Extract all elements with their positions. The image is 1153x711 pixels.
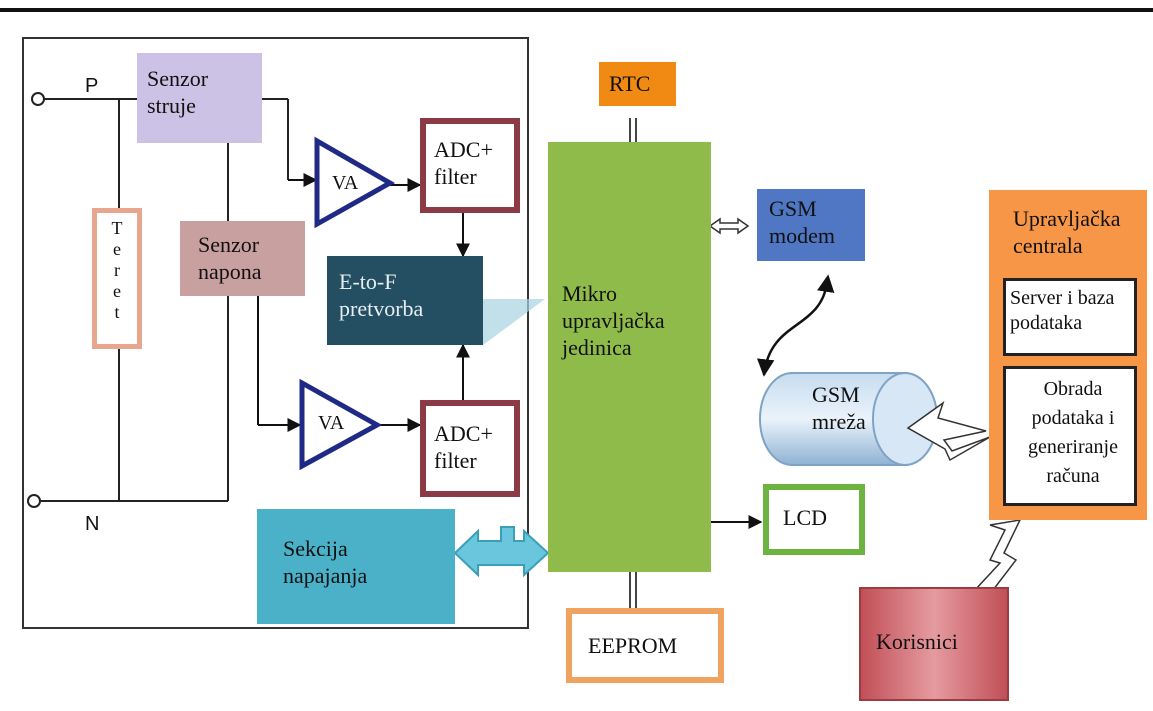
terminal-n-label: N bbox=[85, 513, 100, 535]
rtc-block: RTC bbox=[599, 62, 676, 106]
adc-bottom-line: ADC+ bbox=[434, 421, 493, 446]
adc-top-block: ADC+ filter bbox=[420, 118, 520, 213]
va-top-triangle bbox=[314, 136, 396, 229]
centrala-line: centrala bbox=[1013, 233, 1083, 258]
va-bottom-triangle bbox=[299, 378, 383, 471]
sekcija-line: napajanja bbox=[283, 563, 368, 588]
server-block: Server i baza podataka bbox=[1003, 278, 1137, 356]
mains-wiring bbox=[38, 98, 289, 502]
va-bottom-label: VA bbox=[318, 412, 345, 434]
gsm-mreza-label: GSM mreža bbox=[812, 381, 866, 435]
centrala-title: Upravljačka centrala bbox=[1013, 205, 1121, 259]
upravljacka-centrala-block: Upravljačka centrala Server i baza podat… bbox=[989, 190, 1147, 520]
top-rule bbox=[0, 8, 1153, 12]
teret-block: T e r e t bbox=[92, 208, 142, 349]
korisnici-label: Korisnici bbox=[876, 629, 958, 654]
terminal-n-node bbox=[27, 494, 41, 508]
mcu-line: jedinica bbox=[562, 335, 632, 360]
obrada-line: računa bbox=[1046, 465, 1100, 487]
gsm-mreza-line: GSM bbox=[812, 382, 860, 407]
obrada-block: Obrada podataka i generiranje računa bbox=[1003, 366, 1137, 506]
centrala-line: Upravljačka bbox=[1013, 206, 1121, 231]
senzor-napona-label: Senzor napona bbox=[198, 232, 262, 284]
lcd-block: LCD bbox=[763, 484, 865, 555]
rtc-label: RTC bbox=[609, 71, 651, 96]
obrada-line: Obrada bbox=[1043, 378, 1103, 400]
eeprom-block: EEPROM bbox=[566, 608, 724, 683]
sekcija-napajanja-block: Sekcija napajanja bbox=[257, 509, 455, 624]
eeprom-label: EEPROM bbox=[588, 633, 678, 658]
lightning-bolt-users bbox=[973, 519, 1022, 595]
teret-letter: e bbox=[113, 281, 121, 301]
adc-top-line: ADC+ bbox=[434, 137, 493, 162]
lightning-bolt-network bbox=[906, 401, 991, 462]
obrada-line: generiranje bbox=[1028, 436, 1118, 458]
senzor-struje-label: Senzor struje bbox=[147, 66, 209, 118]
teret-letter: t bbox=[114, 302, 120, 322]
terminal-p-node bbox=[31, 92, 45, 106]
adc-top-line: filter bbox=[434, 164, 477, 189]
adc-bottom-block: ADC+ filter bbox=[420, 400, 520, 497]
teret-letter: T bbox=[111, 218, 123, 238]
lcd-label: LCD bbox=[783, 505, 827, 530]
senzor-struje-block: Senzor struje bbox=[137, 53, 262, 143]
circuit-frame bbox=[22, 37, 529, 629]
gsm-wireless-link bbox=[757, 274, 835, 377]
sekcija-line: Sekcija bbox=[283, 536, 348, 561]
mcu-gsm-arrow bbox=[708, 217, 750, 235]
etof-mcu-arrow bbox=[483, 299, 545, 345]
adc-bottom-line: filter bbox=[434, 448, 477, 473]
power-double-arrow bbox=[453, 526, 550, 578]
gsm-modem-line: GSM bbox=[769, 196, 817, 221]
teret-letter: r bbox=[114, 260, 120, 280]
gsm-modem-line: modem bbox=[769, 223, 835, 248]
e-to-f-block: E-to-F pretvorba bbox=[327, 256, 483, 345]
mcu-block: Mikro upravljačka jedinica bbox=[548, 142, 711, 572]
mcu-line: upravljačka bbox=[562, 308, 665, 333]
gsm-mreza-cylinder bbox=[759, 372, 938, 466]
teret-letter: e bbox=[113, 239, 121, 259]
mcu-line: Mikro bbox=[562, 281, 617, 306]
e-to-f-line: E-to-F bbox=[339, 269, 397, 294]
gsm-modem-block: GSM modem bbox=[757, 189, 865, 261]
senzor-napona-block: Senzor napona bbox=[180, 221, 305, 296]
terminal-p-label: P bbox=[85, 75, 99, 97]
korisnici-box bbox=[859, 587, 1009, 701]
server-line: Server i baza bbox=[1010, 287, 1115, 309]
va-top-label: VA bbox=[332, 172, 359, 194]
server-line: podataka bbox=[1010, 312, 1083, 334]
gsm-mreza-line: mreža bbox=[812, 409, 866, 434]
obrada-line: podataka i bbox=[1031, 407, 1115, 429]
e-to-f-line: pretvorba bbox=[339, 296, 424, 321]
